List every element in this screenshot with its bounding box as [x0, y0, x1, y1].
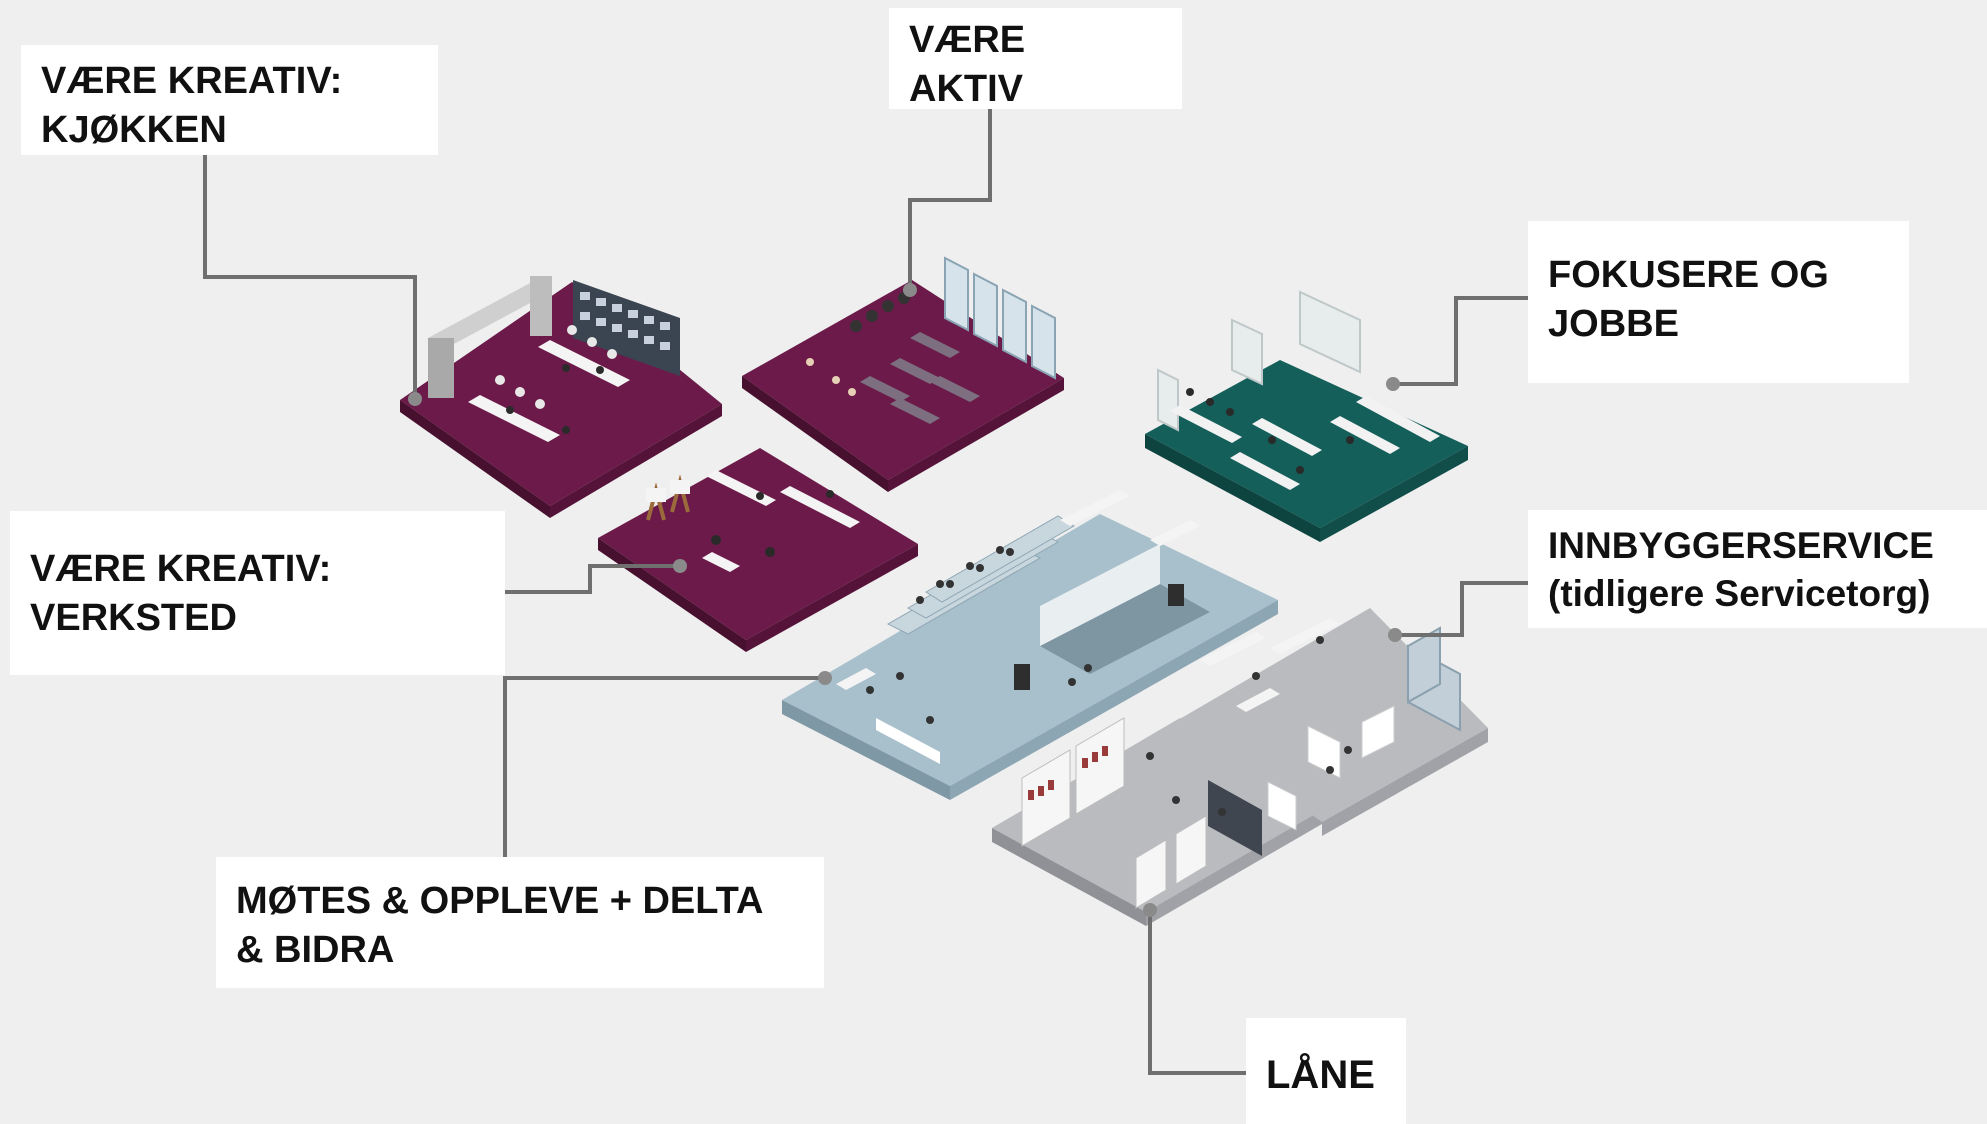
- zone-focus: [1145, 290, 1468, 542]
- zone-service: [1178, 608, 1488, 836]
- connector-lane: [1148, 910, 1246, 1075]
- label-innbyggerservice: INNBYGGERSERVICE (tidligere Servicetorg): [1528, 510, 1987, 628]
- connector-motes: [503, 676, 825, 857]
- zone-library: [992, 717, 1322, 926]
- connector-dots: [408, 283, 1402, 917]
- label-lane: LÅNE: [1246, 1018, 1406, 1124]
- label-aktiv: VÆRE AKTIV: [889, 8, 1182, 110]
- label-verksted: VÆRE KREATIV: VERKSTED: [10, 511, 505, 675]
- connector-verksted: [505, 564, 680, 594]
- zone-kitchen: [400, 276, 722, 518]
- connector-lines: [203, 109, 1528, 1075]
- zone-active: [742, 256, 1064, 492]
- label-motes: MØTES & OPPLEVE + DELTA & BIDRA: [216, 857, 824, 988]
- label-kjokken: VÆRE KREATIV: KJØKKEN: [21, 45, 438, 155]
- connector-kjokken: [203, 155, 417, 399]
- connector-fokus: [1393, 296, 1528, 386]
- connector-innbygger: [1395, 581, 1528, 637]
- label-fokus: FOKUSERE OG JOBBE: [1528, 221, 1909, 383]
- zone-meet: [782, 490, 1278, 800]
- connector-aktiv: [908, 109, 992, 290]
